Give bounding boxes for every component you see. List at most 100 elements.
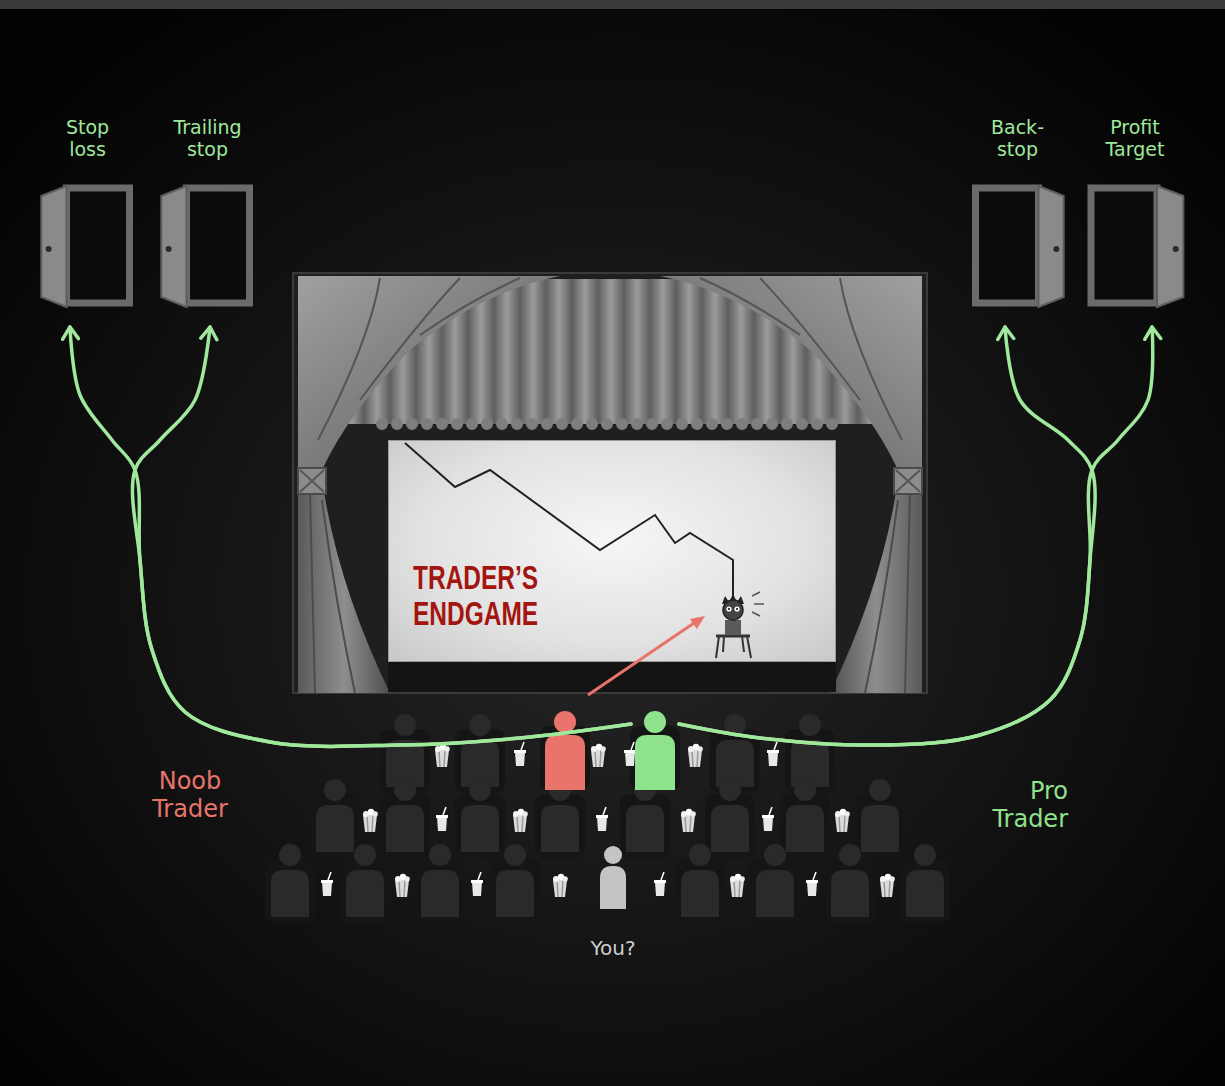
- audience-member: [780, 779, 830, 858]
- stage-floor: [388, 662, 836, 692]
- cinema-seat: [630, 726, 680, 790]
- you-figure: You?: [596, 843, 630, 909]
- audience-member: [455, 779, 505, 858]
- door-leaf: [1157, 186, 1183, 307]
- stage-frame: [293, 273, 927, 693]
- drink-cup: [596, 807, 608, 831]
- door-shape: [155, 184, 260, 309]
- audience-member: [455, 714, 505, 793]
- audience-member: [785, 714, 835, 793]
- popcorn: [688, 744, 703, 767]
- popcorn: [363, 809, 378, 832]
- exit-door: Profit Target: [1080, 112, 1190, 327]
- pointer-arrow: [588, 623, 694, 695]
- drink-cup: [762, 807, 774, 831]
- popcorn: [880, 874, 895, 897]
- audience-member: [620, 779, 670, 858]
- door-shape: [1080, 184, 1190, 309]
- drink-cup: [806, 872, 818, 896]
- person-body: [600, 866, 626, 909]
- trader-label: You?: [583, 937, 643, 960]
- person-shape: [596, 843, 630, 909]
- person-body: [545, 735, 585, 790]
- exit-arrow: [132, 327, 631, 746]
- door-knob: [166, 246, 172, 252]
- audience-member: [750, 844, 800, 923]
- popcorn: [553, 874, 568, 897]
- door-label: Trailing stop: [169, 112, 247, 160]
- audience-member: [535, 779, 585, 858]
- exit-arrow: [70, 327, 631, 746]
- pointer-arrowhead: [690, 616, 705, 629]
- door-frame: [1091, 188, 1157, 303]
- person-shape: [631, 708, 679, 790]
- exit-door: Back-stop: [965, 112, 1070, 327]
- audience-member: [380, 714, 430, 793]
- popcorn: [513, 809, 528, 832]
- hanging-trader: [716, 592, 764, 658]
- audience-member: [490, 844, 540, 923]
- popcorn: [835, 809, 850, 832]
- popcorn: [730, 874, 745, 897]
- drink-cup: [624, 742, 636, 766]
- pro-trader: Pro Trader: [631, 708, 679, 790]
- exit-arrow: [679, 327, 1095, 745]
- drink-cup: [767, 742, 779, 766]
- cinema-screen: TRADER’S ENDGAME: [388, 440, 836, 662]
- screen-title: TRADER’S ENDGAME: [413, 559, 557, 631]
- exit-door: Trailing stop: [155, 112, 260, 327]
- audience-member: [380, 779, 430, 858]
- door-frame: [67, 188, 130, 303]
- door-leaf: [161, 186, 186, 307]
- door-knob: [46, 246, 52, 252]
- person-head: [554, 711, 576, 733]
- audience-member: [825, 844, 875, 923]
- exit-door: Stop loss: [35, 112, 140, 327]
- trader-label: Pro Trader: [948, 778, 1068, 833]
- trader-label: Noob Trader: [135, 768, 245, 823]
- audience-member: [675, 844, 725, 923]
- audience-member: [265, 844, 315, 923]
- popcorn: [681, 809, 696, 832]
- door-leaf: [1039, 186, 1064, 307]
- drink-cup: [321, 872, 333, 896]
- cinema-seat: [540, 726, 590, 790]
- price-chart-line: [405, 443, 733, 600]
- drink-cup: [471, 872, 483, 896]
- drink-cup: [654, 872, 666, 896]
- popcorn: [591, 744, 606, 767]
- noob-trader: Noob Trader: [541, 708, 589, 790]
- audience-member: [340, 844, 390, 923]
- door-knob: [1053, 246, 1059, 252]
- drink-cup: [436, 807, 448, 831]
- audience-member: [710, 714, 760, 793]
- drink-cup: [514, 742, 526, 766]
- door-knob: [1173, 246, 1179, 252]
- person-shape: [541, 708, 589, 790]
- valance-scallops: [382, 418, 842, 430]
- person-head: [644, 711, 666, 733]
- curtain-valance: [300, 279, 920, 424]
- audience-member: [855, 779, 905, 858]
- popcorn: [435, 744, 450, 767]
- door-frame: [187, 188, 250, 303]
- audience-member: [900, 844, 950, 923]
- person-body: [635, 735, 675, 790]
- door-label: Profit Target: [1096, 112, 1174, 160]
- audience-member: [310, 779, 360, 858]
- popcorn: [395, 874, 410, 897]
- exit-arrow: [679, 327, 1153, 745]
- door-frame: [976, 188, 1039, 303]
- audience-member: [705, 779, 755, 858]
- person-head: [604, 846, 622, 864]
- door-leaf: [41, 186, 66, 307]
- door-label: Stop loss: [49, 112, 127, 160]
- door-label: Back-stop: [979, 112, 1057, 160]
- door-shape: [35, 184, 140, 309]
- door-shape: [965, 184, 1070, 309]
- top-bar: [0, 0, 1225, 9]
- audience-member: [415, 844, 465, 923]
